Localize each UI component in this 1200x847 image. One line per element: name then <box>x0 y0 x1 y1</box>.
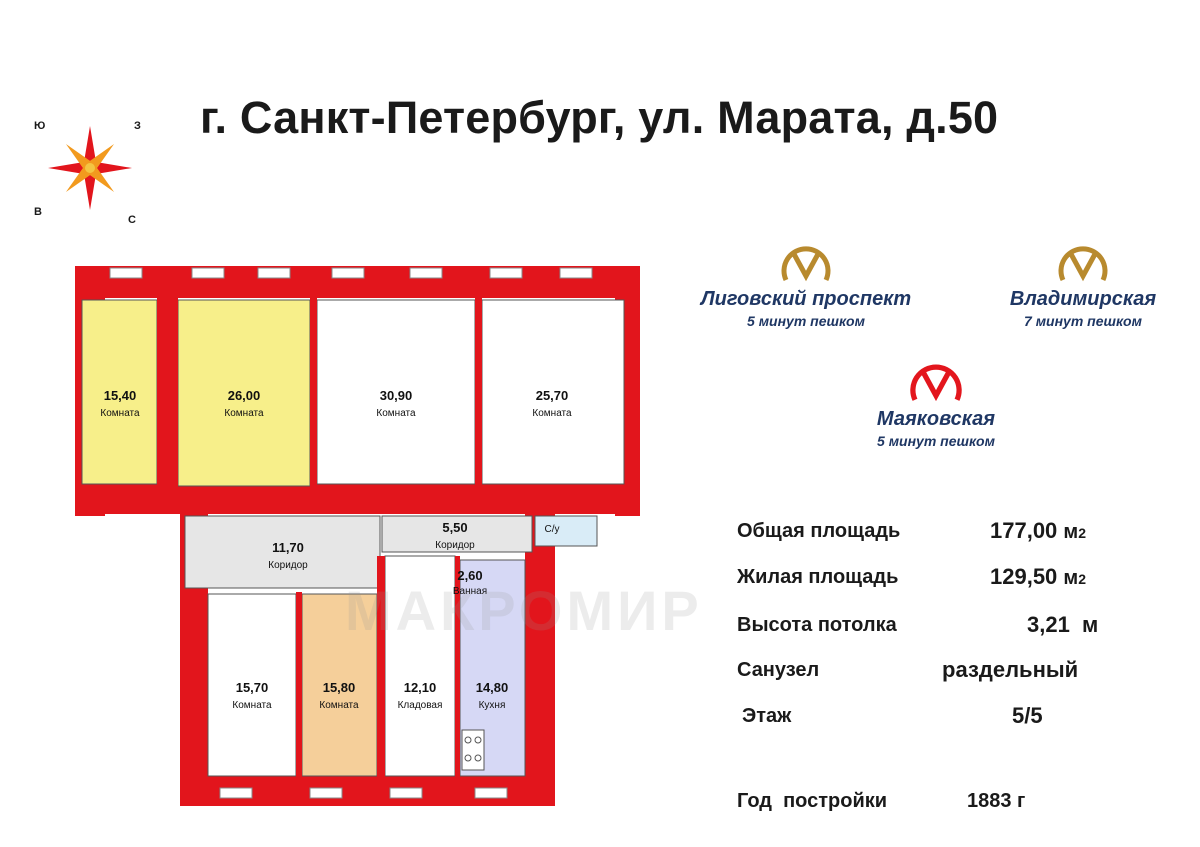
room-area-text: 14,80 <box>476 680 509 695</box>
room-15-70 <box>207 593 297 777</box>
metro-name: Владимирская <box>1009 288 1157 310</box>
compass-label-west: З <box>134 120 141 132</box>
room-area-text: 25,70 <box>536 388 569 403</box>
room-area-text: 2,60 <box>457 568 482 583</box>
room-label-text: Коридор <box>268 560 308 571</box>
room-label-text: Ванная <box>453 586 487 597</box>
compass-label-south: Ю <box>34 120 46 132</box>
room-12-10 <box>384 555 456 777</box>
metro-logo-icon <box>1058 246 1108 282</box>
corridor-5-50 <box>381 515 533 553</box>
room-area-text: 12,10 <box>404 680 437 695</box>
metro-logo-icon <box>781 246 831 282</box>
metro-walk: 7 минут пешком <box>1024 313 1142 329</box>
wall-mid <box>75 484 640 514</box>
room-15-40 <box>81 299 158 485</box>
ceiling-height-value: 3,21 м <box>1027 612 1099 637</box>
area-unit: м2 <box>1063 521 1087 543</box>
corridor-11-70 <box>184 515 381 589</box>
room-area-text: 15,80 <box>323 680 356 695</box>
total-area-value: 177,00 м2 <box>990 518 1086 544</box>
floor-label: Этаж <box>742 705 792 727</box>
room-area-text: 15,40 <box>104 388 137 403</box>
compass-label-east: В <box>34 206 42 218</box>
room-area-text: 5,50 <box>442 520 467 535</box>
compass-rose-icon: Ю З В С <box>28 108 141 226</box>
compass-label-north: С <box>128 214 136 226</box>
bathroom-label: Санузел <box>737 659 820 681</box>
stove-icon <box>461 729 485 771</box>
room-area-text: 30,90 <box>380 388 413 403</box>
room-label-text: Комната <box>100 408 140 419</box>
room-label-text: Комната <box>232 700 272 711</box>
living-area-number: 129,50 <box>990 564 1058 589</box>
wall-lower-right <box>525 514 555 804</box>
build-year-label: Год постройки <box>737 790 888 812</box>
metro-name: Лиговский проспект <box>700 288 912 310</box>
living-area-label: Жилая площадь <box>737 566 899 588</box>
metro-station-vladimirskaya: Владимирская 7 минут пешком <box>985 244 1181 329</box>
wc-room <box>534 515 598 547</box>
room-label-text: Комната <box>532 408 572 419</box>
floor-plan: 15,40 Комната 26,00 Комната 30,90 Комнат… <box>70 260 650 810</box>
room-label-text: Коридор <box>435 540 475 551</box>
page-title: г. Санкт-Петербург, ул. Марата, д.50 <box>200 92 999 143</box>
living-area-value: 129,50 м2 <box>990 564 1086 590</box>
build-year-value: 1883 г <box>967 790 1026 812</box>
room-label-text: Кухня <box>479 700 506 711</box>
room-area-text: 11,70 <box>272 540 304 555</box>
metro-walk: 5 минут пешком <box>877 433 995 449</box>
room-label-text: С/у <box>545 524 560 535</box>
room-label-text: Кладовая <box>398 700 443 711</box>
total-area-number: 177,00 <box>990 518 1058 543</box>
metro-station-mayakovskaya: Маяковская 5 минут пешком <box>838 362 1034 449</box>
room-30-90 <box>316 299 476 485</box>
room-area-text: 26,00 <box>228 388 261 403</box>
room-label-text: Комната <box>376 408 416 419</box>
room-area-text: 15,70 <box>236 680 269 695</box>
metro-name: Маяковская <box>876 408 996 430</box>
floor-value: 5/5 <box>1012 703 1043 728</box>
metro-logo-icon <box>910 364 962 402</box>
area-unit: м2 <box>1063 567 1087 589</box>
bathroom-value: раздельный <box>942 657 1079 682</box>
room-label-text: Комната <box>224 408 264 419</box>
total-area-label: Общая площадь <box>737 520 901 542</box>
ceiling-height-label: Высота потолка <box>737 614 897 636</box>
room-label-text: Комната <box>319 700 359 711</box>
watermark-text: МАКРОМИР <box>345 579 703 642</box>
metro-station-ligovsky: Лиговский проспект 5 минут пешком <box>670 244 942 329</box>
room-25-70 <box>481 299 625 485</box>
metro-walk: 5 минут пешком <box>747 313 865 329</box>
